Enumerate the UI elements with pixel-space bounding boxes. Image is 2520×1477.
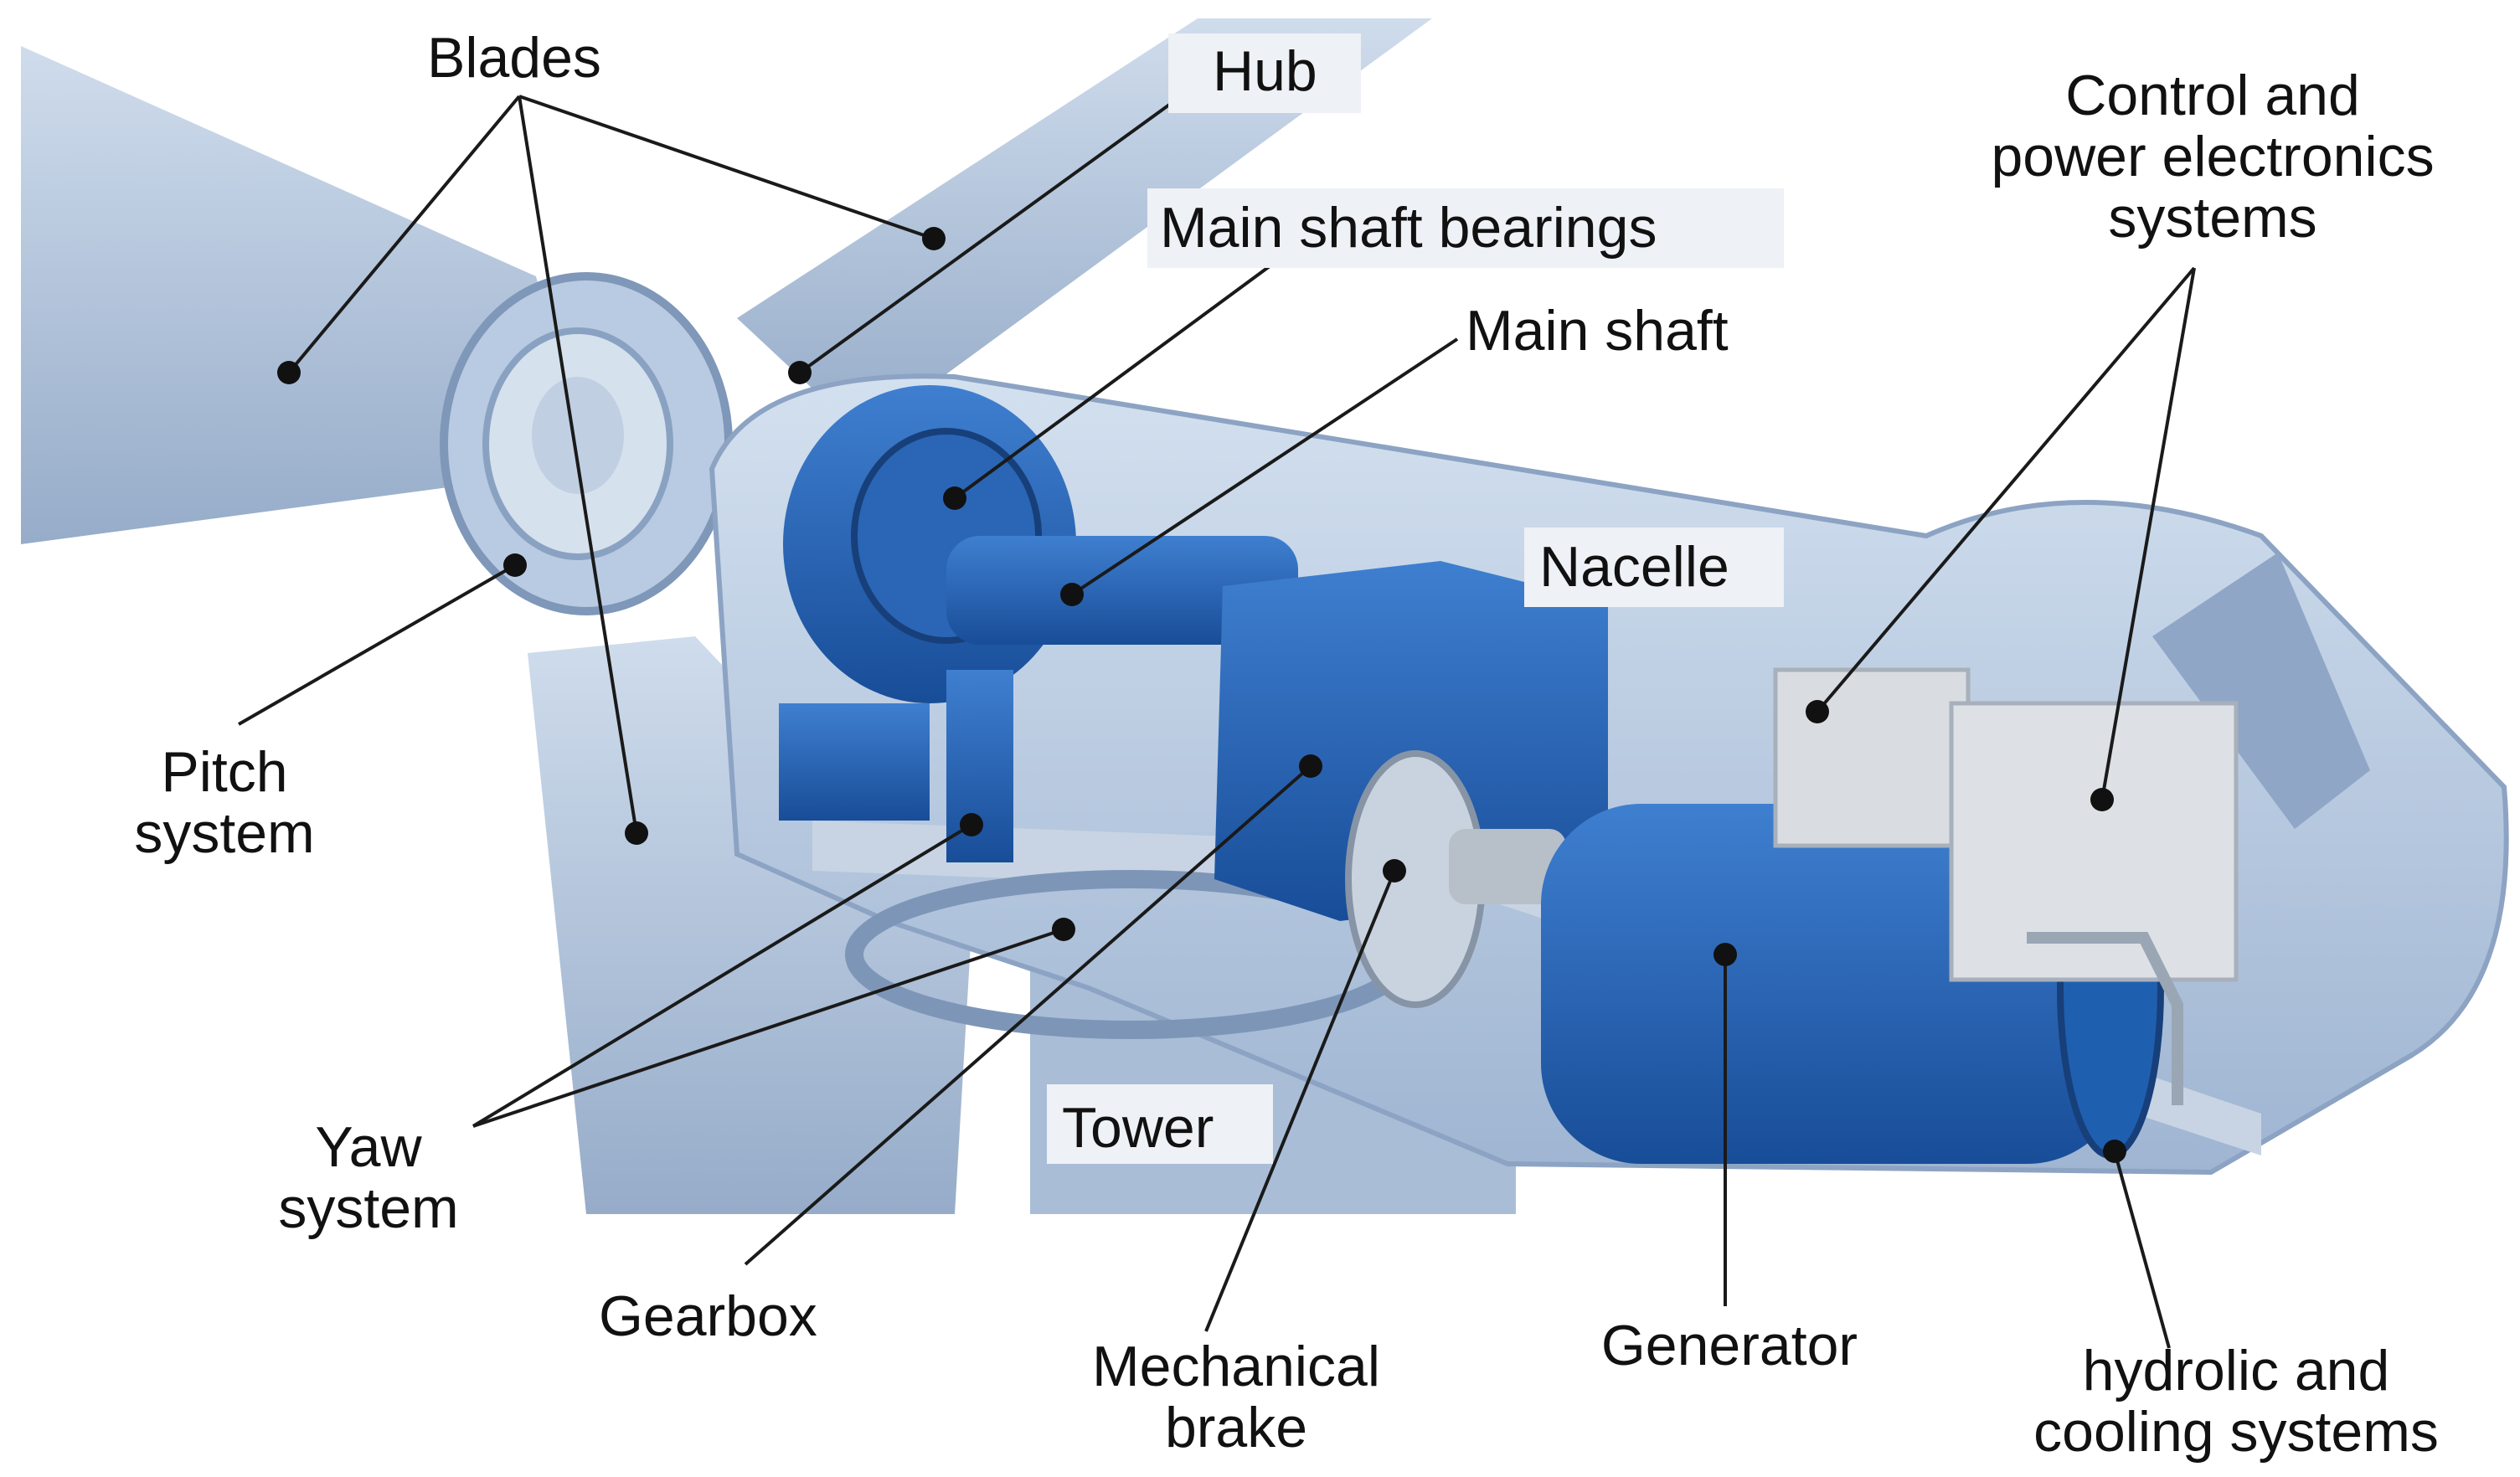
label-hydrolic-line2: cooling systems <box>2033 1400 2439 1464</box>
label-pitch-system: Pitch system <box>134 740 314 865</box>
hub-label-bg <box>1168 33 1361 113</box>
label-pitch-line2: system <box>134 801 314 865</box>
label-control-line1: Control and <box>2065 64 2360 127</box>
control-cabinet-1 <box>1773 667 1971 848</box>
nacelle-label-bg <box>1524 528 1784 607</box>
label-hub: Hub <box>1213 39 1317 103</box>
label-brake-line1: Mechanical <box>1092 1335 1380 1398</box>
label-yaw-line1: Yaw <box>315 1115 422 1179</box>
label-yaw-line2: system <box>278 1176 458 1240</box>
hub-center <box>532 377 624 494</box>
callout-dots <box>277 227 2126 1163</box>
label-nacelle: Nacelle <box>1539 535 1729 599</box>
hydraulic-unit <box>779 703 930 821</box>
label-hydrolic-cooling: hydrolic and cooling systems <box>2033 1339 2439 1464</box>
main-shaft-shape <box>946 536 1298 645</box>
label-control-line3: systems <box>2108 186 2316 250</box>
leader-lines <box>238 95 2196 1349</box>
tower-label-bg <box>1047 1084 1273 1164</box>
label-main-shaft-bearings: Main shaft bearings <box>1160 196 1657 260</box>
label-tower: Tower <box>1062 1096 1214 1160</box>
blade-top <box>737 18 1432 435</box>
label-main-shaft: Main shaft <box>1466 299 1729 363</box>
label-yaw-system: Yaw system <box>278 1115 458 1240</box>
label-generator: Generator <box>1601 1314 1858 1377</box>
bearings-label-bg <box>1147 188 1784 268</box>
label-control-line2: power electronics <box>1991 125 2434 188</box>
coupling <box>1449 829 1566 904</box>
label-mechanical-brake: Mechanical brake <box>1092 1335 1380 1459</box>
label-blades: Blades <box>427 26 601 90</box>
label-hydrolic-line1: hydrolic and <box>2083 1339 2390 1402</box>
turbine-illustration <box>21 18 2509 1214</box>
label-pitch-line1: Pitch <box>161 740 287 804</box>
label-control: Control and power electronics systems <box>1991 64 2434 250</box>
nacelle-window <box>2152 553 2370 829</box>
cooling-pipes <box>2027 932 2183 1105</box>
label-gearbox: Gearbox <box>599 1284 817 1348</box>
label-brake-line2: brake <box>1165 1396 1307 1459</box>
